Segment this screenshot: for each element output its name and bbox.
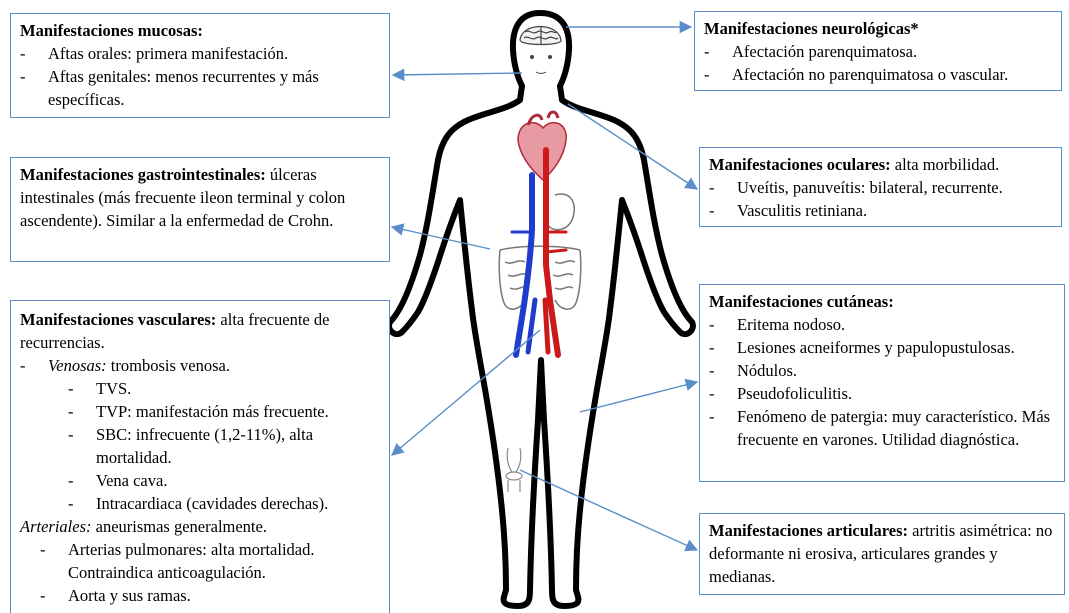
oculares-title: Manifestaciones oculares:	[709, 155, 891, 174]
oculares-item: Uveítis, panuveítis: bilateral, recurren…	[709, 176, 1053, 199]
box-cutaneas: Manifestaciones cutáneas: Eritema nodoso…	[699, 284, 1065, 482]
cutaneas-item: Nódulos.	[709, 359, 1056, 382]
venosas-subitem: Intracardiaca (cavidades derechas).	[48, 492, 381, 515]
mucosas-item: Aftas genitales: menos recurrentes y más…	[20, 65, 381, 111]
articulares-title: Manifestaciones articulares:	[709, 521, 908, 540]
body-silhouette	[389, 13, 693, 606]
mucosas-title: Manifestaciones mucosas:	[20, 21, 203, 40]
venosas-label: Venosas:	[48, 356, 107, 375]
mucosas-item: Aftas orales: primera manifestación.	[20, 42, 381, 65]
venosas-subitem: TVP: manifestación más frecuente.	[48, 400, 381, 423]
venosas-subitem: Vena cava.	[48, 469, 381, 492]
venosas-subitem: SBC: infrecuente (1,2-11%), alta mortali…	[48, 423, 381, 469]
box-gastrointestinales: Manifestaciones gastrointestinales: úlce…	[10, 157, 390, 262]
venosas-subitem: TVS.	[48, 377, 381, 400]
arteriales-label: Arteriales:	[20, 517, 92, 536]
brain	[520, 26, 561, 45]
neurologicas-item: Afectación no parenquimatosa o vascular.	[704, 63, 1053, 86]
oculares-text: alta morbilidad.	[891, 155, 1000, 174]
box-neurologicas: Manifestaciones neurológicas* Afectación…	[694, 11, 1062, 91]
venosas-item: Venosas: trombosis venosa. TVS. TVP: man…	[20, 354, 381, 515]
vasculares-title: Manifestaciones vasculares:	[20, 310, 216, 329]
arteriales-subitem: Aorta y sus ramas.	[20, 584, 381, 607]
venosas-text: trombosis venosa.	[107, 356, 230, 375]
box-oculares: Manifestaciones oculares: alta morbilida…	[699, 147, 1062, 227]
neurologicas-title: Manifestaciones neurológicas*	[704, 19, 919, 38]
knee-joint	[506, 448, 522, 492]
arteriales-text: aneurismas generalmente.	[92, 517, 267, 536]
box-vasculares: Manifestaciones vasculares: alta frecuen…	[10, 300, 390, 613]
arteriales-item: Arteriales: aneurismas generalmente. Art…	[0, 515, 381, 607]
gastro-title: Manifestaciones gastrointestinales:	[20, 165, 266, 184]
cutaneas-title: Manifestaciones cutáneas:	[709, 292, 894, 311]
box-articulares: Manifestaciones articulares: artritis as…	[699, 513, 1065, 595]
box-mucosas: Manifestaciones mucosas: Aftas orales: p…	[10, 13, 390, 118]
stomach	[548, 194, 574, 230]
arteriales-subitem: Arterias pulmonares: alta mortalidad. Co…	[20, 538, 381, 584]
oculares-item: Vasculitis retiniana.	[709, 199, 1053, 222]
cutaneas-item: Fenómeno de patergia: muy característico…	[709, 405, 1056, 451]
intestines	[499, 246, 581, 309]
heart	[518, 112, 566, 180]
great-vessels	[512, 150, 566, 355]
cutaneas-item: Eritema nodoso.	[709, 313, 1056, 336]
neurologicas-item: Afectación parenquimatosa.	[704, 40, 1053, 63]
cutaneas-item: Lesiones acneiformes y papulopustulosas.	[709, 336, 1056, 359]
face	[530, 55, 552, 74]
cutaneas-item: Pseudofoliculitis.	[709, 382, 1056, 405]
